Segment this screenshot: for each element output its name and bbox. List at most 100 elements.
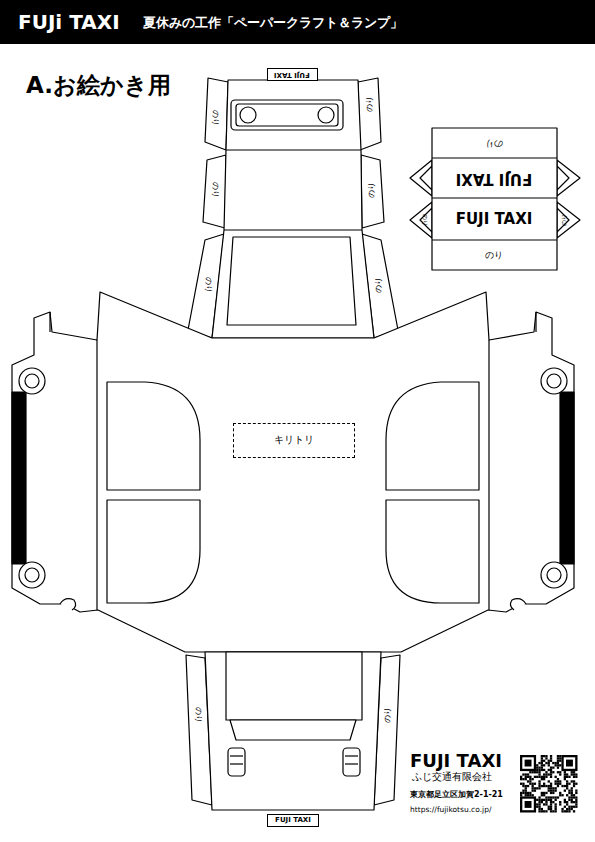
qr-module [568, 810, 570, 812]
front-piece-part [343, 748, 360, 776]
qr-module [575, 783, 577, 785]
qr-module [555, 780, 557, 782]
qr-module [564, 801, 566, 803]
qr-module [532, 778, 534, 780]
qr-finder [561, 755, 577, 771]
qr-module [568, 806, 570, 808]
qr-module [548, 790, 550, 792]
qr-module [522, 790, 524, 792]
qr-module [536, 776, 538, 778]
qr-module [566, 787, 568, 789]
body-piece-part [19, 368, 45, 394]
qr-module [550, 776, 552, 778]
qr-module [571, 799, 573, 801]
sign-piece-part [432, 239, 557, 240]
qr-module [550, 806, 552, 808]
qr-module [571, 794, 573, 796]
qr-module [538, 773, 540, 775]
plate-text: FUJI TAXI [274, 71, 310, 78]
qr-module [557, 796, 559, 798]
sign-text: FUJI TAXI [456, 212, 533, 227]
qr-module [564, 790, 566, 792]
side-windows-part-part [386, 500, 479, 603]
body-piece-part [12, 292, 574, 652]
body-piece-part [560, 392, 574, 564]
sign-plate: FUJI TAXI [267, 814, 319, 827]
body-piece-part [96, 340, 97, 610]
qr-module [575, 773, 577, 775]
qr-module [575, 803, 577, 805]
qr-module [543, 794, 545, 796]
qr-module [529, 778, 531, 780]
qr-module [536, 769, 538, 771]
qr-module [525, 790, 527, 792]
qr-module [536, 803, 538, 805]
qr-module [557, 785, 559, 787]
qr-module [552, 787, 554, 789]
sign-piece-part [557, 208, 569, 232]
qr-module [571, 771, 573, 773]
qr-module [568, 783, 570, 785]
side-windows-part [107, 500, 200, 603]
sign-piece [410, 128, 580, 270]
qr-module [534, 790, 536, 792]
side-windows-part [107, 382, 200, 490]
qr-module [559, 773, 561, 775]
qr-module [543, 769, 545, 771]
qr-module [534, 783, 536, 785]
qr-module [548, 787, 550, 789]
qr-module [550, 787, 552, 789]
qr-module [559, 755, 561, 757]
qr-module [543, 778, 545, 780]
qr-module [538, 767, 540, 769]
qr-module [550, 785, 552, 787]
qr-module [545, 810, 547, 812]
roof-piece-part [236, 104, 338, 126]
qr-module [566, 776, 568, 778]
glue-tab-label: のり [375, 277, 383, 293]
qr-module [548, 762, 550, 764]
roof-piece-part [231, 100, 343, 130]
qr-module [532, 794, 534, 796]
qr-module [557, 760, 559, 762]
qr-module [559, 783, 561, 785]
qr-module [541, 778, 543, 780]
qr-module [566, 803, 568, 805]
qr-module [548, 806, 550, 808]
qr-module [568, 808, 570, 810]
qr-module [543, 773, 545, 775]
qr-module [532, 785, 534, 787]
qr-module [532, 787, 534, 789]
qr-module [522, 792, 524, 794]
qr-module [536, 787, 538, 789]
brand-logo: FUJi TAXI [18, 12, 120, 32]
qr-module [557, 783, 559, 785]
qr-module [575, 790, 577, 792]
qr-module [575, 799, 577, 801]
qr-module [571, 787, 573, 789]
company-url: https://fujikotsu.co.jp/ [410, 806, 491, 814]
qr-module [559, 780, 561, 782]
qr-module [573, 776, 575, 778]
qr-module [571, 801, 573, 803]
qr-finder [525, 801, 532, 808]
qr-module [548, 785, 550, 787]
body-piece-part [25, 568, 39, 582]
front-piece-part [230, 755, 243, 756]
qr-module [541, 794, 543, 796]
roof-piece-part [212, 80, 374, 338]
qr-module [548, 796, 550, 798]
qr-module [548, 773, 550, 775]
qr-module [555, 787, 557, 789]
qr-module [545, 801, 547, 803]
qr-module [520, 792, 522, 794]
glue-tab-label: のり [194, 707, 202, 723]
qr-module [564, 771, 566, 773]
qr-module [557, 757, 559, 759]
qr-module [534, 787, 536, 789]
roof-piece-part [203, 155, 226, 228]
qr-module [552, 801, 554, 803]
qr-module [545, 757, 547, 759]
side-windows-part [386, 382, 479, 603]
